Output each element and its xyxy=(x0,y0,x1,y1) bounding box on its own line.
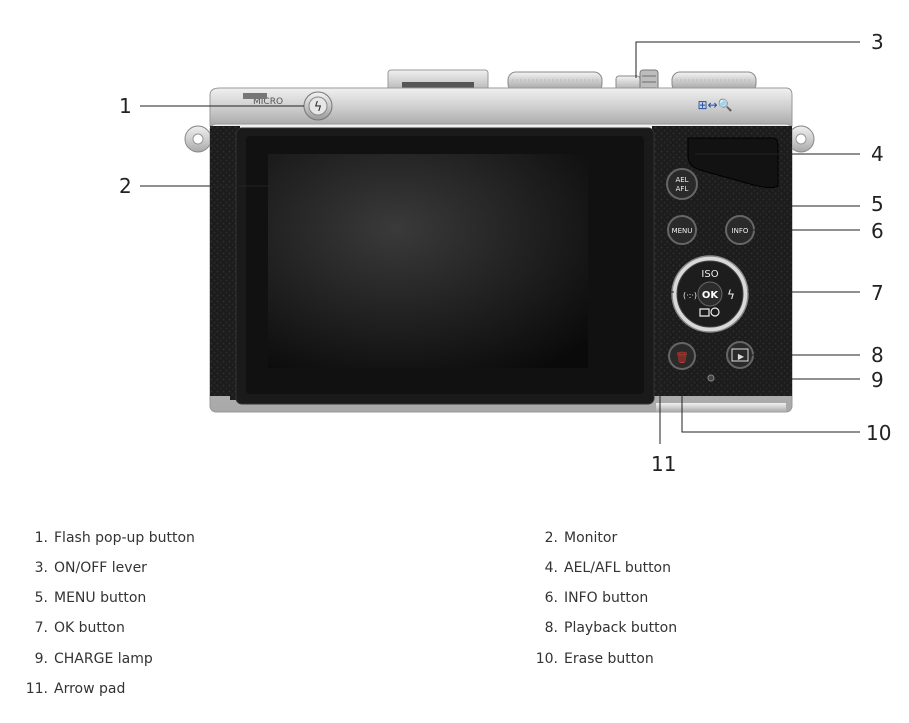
flash-icon: ϟ xyxy=(314,100,323,115)
legend-label: CHARGE lamp xyxy=(54,651,153,667)
drive-timer-icon xyxy=(699,307,720,317)
erase-button[interactable]: 🗑 xyxy=(668,342,696,370)
callout-4: 4 xyxy=(871,142,884,166)
callout-lines xyxy=(140,41,860,444)
legend-label: Monitor xyxy=(564,530,618,546)
leader-10 xyxy=(681,370,860,433)
playback-button[interactable]: ▶ xyxy=(726,341,754,369)
legend-label: Playback button xyxy=(564,620,678,636)
tripod-feet-right xyxy=(656,403,786,412)
menu-button[interactable]: MENU xyxy=(667,215,697,245)
callout-9: 9 xyxy=(871,368,884,392)
legend-item-9: 9. CHARGE lamp xyxy=(0,651,153,667)
ael-label: AEL xyxy=(675,176,688,184)
legend-item-3: 3. ON/OFF lever xyxy=(0,560,147,576)
legend-num: 2. xyxy=(544,530,558,546)
ok-label: OK xyxy=(702,290,720,301)
legend-item-11: 11. Arrow pad xyxy=(0,681,126,697)
legend-item-8: 8. Playback button xyxy=(510,620,677,636)
leather-grip-left xyxy=(210,126,240,396)
leader-3 xyxy=(635,41,860,78)
af-target-icon: (·:·) xyxy=(683,291,697,300)
legend-item-4: 4. AEL/AFL button xyxy=(510,560,671,576)
callout-1: 1 xyxy=(119,94,132,118)
menu-label: MENU xyxy=(672,227,693,235)
micro-logo-mark xyxy=(243,93,267,99)
info-label: INFO xyxy=(732,227,749,235)
thumb-rest xyxy=(687,137,779,189)
legend-item-2: 2. Monitor xyxy=(510,530,618,546)
legend-label: AEL/AFL button xyxy=(564,560,671,576)
legend-item-7: 7. OK button xyxy=(0,620,125,636)
legend-num: 11. xyxy=(25,681,48,697)
strap-lug-right xyxy=(787,125,815,153)
legend-label: MENU button xyxy=(54,590,147,606)
legend-label: Arrow pad xyxy=(54,681,126,697)
ok-button[interactable]: OK xyxy=(697,281,723,307)
camera-top-plate xyxy=(209,87,793,127)
legend-num: 6. xyxy=(544,590,558,606)
legend-label: Erase button xyxy=(564,651,654,667)
legend-item-6: 6. INFO button xyxy=(510,590,649,606)
callout-6: 6 xyxy=(871,219,884,243)
info-button[interactable]: INFO xyxy=(725,215,755,245)
legend-num: 3. xyxy=(34,560,48,576)
charge-lamp xyxy=(707,374,715,382)
legend-num: 1. xyxy=(34,530,48,546)
trash-icon: 🗑 xyxy=(675,351,689,364)
callout-7: 7 xyxy=(871,281,884,305)
legend-label: INFO button xyxy=(564,590,649,606)
afl-label: AFL xyxy=(676,185,689,193)
legend-item-5: 5. MENU button xyxy=(0,590,147,606)
flash-mode-icon: ϟ xyxy=(727,288,735,302)
play-icon: ▶ xyxy=(738,352,745,361)
legend-num: 4. xyxy=(544,560,558,576)
leader-11 xyxy=(659,291,674,444)
camera-diagram: MICRO ϟ ⊞↔🔍 AEL AFL MENU INFO ISO xyxy=(119,30,891,476)
legend-label: Flash pop-up button xyxy=(54,530,195,546)
magnify-mode-label: ⊞↔🔍 xyxy=(697,97,732,112)
micro-logo: MICRO xyxy=(253,97,283,107)
legend-num: 5. xyxy=(34,590,48,606)
callout-10: 10 xyxy=(866,421,891,445)
monitor[interactable] xyxy=(235,127,655,405)
callout-2: 2 xyxy=(119,174,132,198)
strap-lug-left xyxy=(184,125,212,153)
legend-num: 8. xyxy=(544,620,558,636)
ael-afl-button[interactable]: AEL AFL xyxy=(666,168,698,200)
legend-label: ON/OFF lever xyxy=(54,560,147,576)
parts-legend: 1. Flash pop-up button 2. Monitor 3. ON/OFF… xyxy=(0,524,909,714)
legend-item-10: 10. Erase button xyxy=(510,651,654,667)
callout-3: 3 xyxy=(871,30,884,54)
callout-5: 5 xyxy=(871,192,884,216)
callout-11: 11 xyxy=(651,452,676,476)
legend-num: 10. xyxy=(535,651,558,667)
legend-num: 7. xyxy=(34,620,48,636)
legend-item-1: 1. Flash pop-up button xyxy=(0,530,195,546)
iso-label: ISO xyxy=(701,269,718,280)
legend-num: 9. xyxy=(34,651,48,667)
legend-label: OK button xyxy=(54,620,125,636)
callout-8: 8 xyxy=(871,343,884,367)
flash-popup-button[interactable]: ϟ xyxy=(303,91,333,121)
